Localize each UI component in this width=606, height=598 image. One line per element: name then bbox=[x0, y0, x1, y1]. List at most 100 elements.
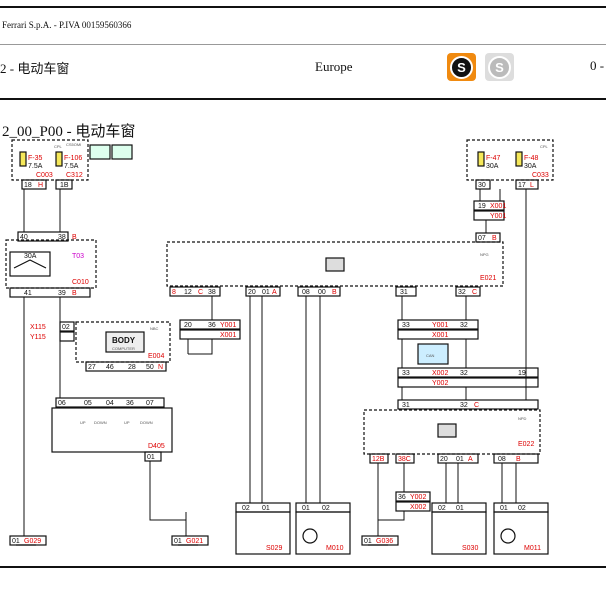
pin-50: 50 bbox=[146, 364, 154, 371]
fuse-f47-id: F-47 bbox=[486, 155, 501, 162]
header-company-bar: Ferrari S.p.A. - P.IVA 00159560366 bbox=[0, 6, 606, 45]
connector-c312: C312 bbox=[66, 172, 83, 179]
service-s-icon[interactable]: S bbox=[447, 53, 476, 81]
page-reference: 0 - bbox=[590, 58, 605, 73]
pin-19-a: 19 bbox=[478, 203, 486, 210]
pin-01-m011: 01 bbox=[500, 505, 508, 512]
right-fuse-block bbox=[466, 139, 554, 181]
pin-33-a: 33 bbox=[402, 322, 410, 329]
market-region: Europe bbox=[315, 59, 353, 74]
pin-20-c: 20 bbox=[440, 456, 448, 463]
connector-y115: Y115 bbox=[30, 334, 46, 341]
ground-g029-pin: 01 bbox=[12, 538, 20, 545]
pin-36-b: 36 bbox=[126, 400, 134, 407]
connector-y002-b: Y002 bbox=[410, 494, 426, 501]
pin-19-b: 19 bbox=[518, 370, 526, 377]
pin-36-a: 36 bbox=[208, 322, 216, 329]
pin-01-c: 01 bbox=[456, 456, 464, 463]
fuse-f35-id: F-35 bbox=[28, 155, 43, 162]
pin-39: 39 bbox=[58, 290, 66, 297]
pin-32-d: 32 bbox=[460, 402, 468, 409]
module-e021 bbox=[166, 241, 504, 287]
pin-00b: B bbox=[516, 456, 521, 463]
pin-n: N bbox=[158, 364, 163, 371]
pin-41: 41 bbox=[24, 290, 32, 297]
pin-38c: 38C bbox=[398, 456, 411, 463]
pin-a-b: A bbox=[468, 456, 473, 463]
pin-07-b: 07 bbox=[146, 400, 154, 407]
pin-38-a: 38 bbox=[58, 234, 66, 241]
connector-c003: C003 bbox=[36, 172, 53, 179]
connector-y001-a: Y001 bbox=[490, 213, 506, 220]
pin-28: 28 bbox=[128, 364, 136, 371]
module-npg-label: NPG bbox=[480, 252, 489, 257]
pin-c-c: C bbox=[474, 402, 479, 409]
switch-label-down-1: DOWN bbox=[94, 420, 107, 425]
pin-20-a: 20 bbox=[248, 289, 256, 296]
pin-08-a: 08 bbox=[302, 289, 310, 296]
pin-a-a: A bbox=[272, 289, 277, 296]
module-e021-label: E021 bbox=[480, 275, 496, 282]
fuse-f47-rating: 30A bbox=[486, 163, 499, 170]
left-fuse-block bbox=[11, 139, 89, 181]
connector-x002-b: X002 bbox=[410, 504, 426, 511]
pin-02-s029: 02 bbox=[242, 505, 250, 512]
module-e004-label: E004 bbox=[148, 353, 164, 360]
company-name: Ferrari S.p.A. - P.IVA 00159560366 bbox=[2, 20, 132, 30]
pin-32-b: 32 bbox=[460, 322, 468, 329]
pin-12b: 12B bbox=[372, 456, 385, 463]
service-s-disabled-glyph: S bbox=[488, 55, 511, 79]
connector-c033: C033 bbox=[532, 172, 549, 179]
pin-02-s030: 02 bbox=[438, 505, 446, 512]
pin-b-c: B bbox=[72, 290, 77, 297]
module-npd-label: NPD bbox=[518, 416, 527, 421]
relay-t03-label: T03 bbox=[72, 253, 84, 260]
pin-33-b: 33 bbox=[402, 370, 410, 377]
pin-1b: 1B bbox=[60, 182, 69, 189]
pin-c-b: C bbox=[472, 289, 477, 296]
fuse-f106-label: CS5OMI bbox=[66, 142, 81, 147]
pin-12: 12 bbox=[184, 289, 192, 296]
module-nbc-label: NBC bbox=[150, 326, 159, 331]
pin-18: 18 bbox=[24, 182, 32, 189]
ground-g021-label: G021 bbox=[186, 538, 203, 545]
fuse-f48-cpl: CPL bbox=[540, 144, 549, 149]
pin-32-c: 32 bbox=[460, 370, 468, 377]
pin-8: 8 bbox=[172, 289, 176, 296]
fuse-f106-id: F-106 bbox=[64, 155, 82, 162]
pin-b-b: B bbox=[72, 234, 77, 241]
service-s-glyph: S bbox=[450, 55, 473, 79]
fuse-f35-cpl: CPL bbox=[54, 144, 63, 149]
pin-31-a: 31 bbox=[400, 289, 408, 296]
pin-c-a: C bbox=[198, 289, 203, 296]
connector-c010: C010 bbox=[72, 279, 89, 286]
motor-m011-label: M011 bbox=[524, 545, 541, 552]
pin-02-m010: 02 bbox=[322, 505, 330, 512]
pin-01-s029: 01 bbox=[262, 505, 270, 512]
pin-38-b: 38 bbox=[208, 289, 216, 296]
connector-y001-b: Y001 bbox=[220, 322, 236, 329]
pin-31-b: 31 bbox=[402, 402, 410, 409]
switch-s029-label: S029 bbox=[266, 545, 282, 552]
connector-x002-a: X002 bbox=[432, 370, 448, 377]
pin-32-a: 32 bbox=[458, 289, 466, 296]
switch-s030-label: S030 bbox=[462, 545, 478, 552]
pin-46: 46 bbox=[106, 364, 114, 371]
pin-b-d: B bbox=[332, 289, 337, 296]
function-group: 2 - 电动车窗 bbox=[0, 61, 70, 76]
body-computer-label: BODY bbox=[112, 336, 136, 345]
module-e022-label: E022 bbox=[518, 441, 534, 448]
pin-40: 40 bbox=[20, 234, 28, 241]
ground-g029-label: G029 bbox=[24, 538, 41, 545]
fuse-f48-rating: 30A bbox=[524, 163, 537, 170]
pin-02-a: 02 bbox=[62, 324, 70, 331]
relay-rating: 30A bbox=[24, 253, 37, 260]
service-s-disabled-icon[interactable]: S bbox=[485, 53, 514, 81]
pin-36-c: 36 bbox=[398, 494, 406, 501]
pin-00: 00 bbox=[318, 289, 326, 296]
pin-01-b: 01 bbox=[147, 454, 155, 461]
switch-label-up-1: UP bbox=[80, 420, 86, 425]
switch-label-down-2: DOWN bbox=[140, 420, 153, 425]
fuse-f48-id: F-48 bbox=[524, 155, 539, 162]
